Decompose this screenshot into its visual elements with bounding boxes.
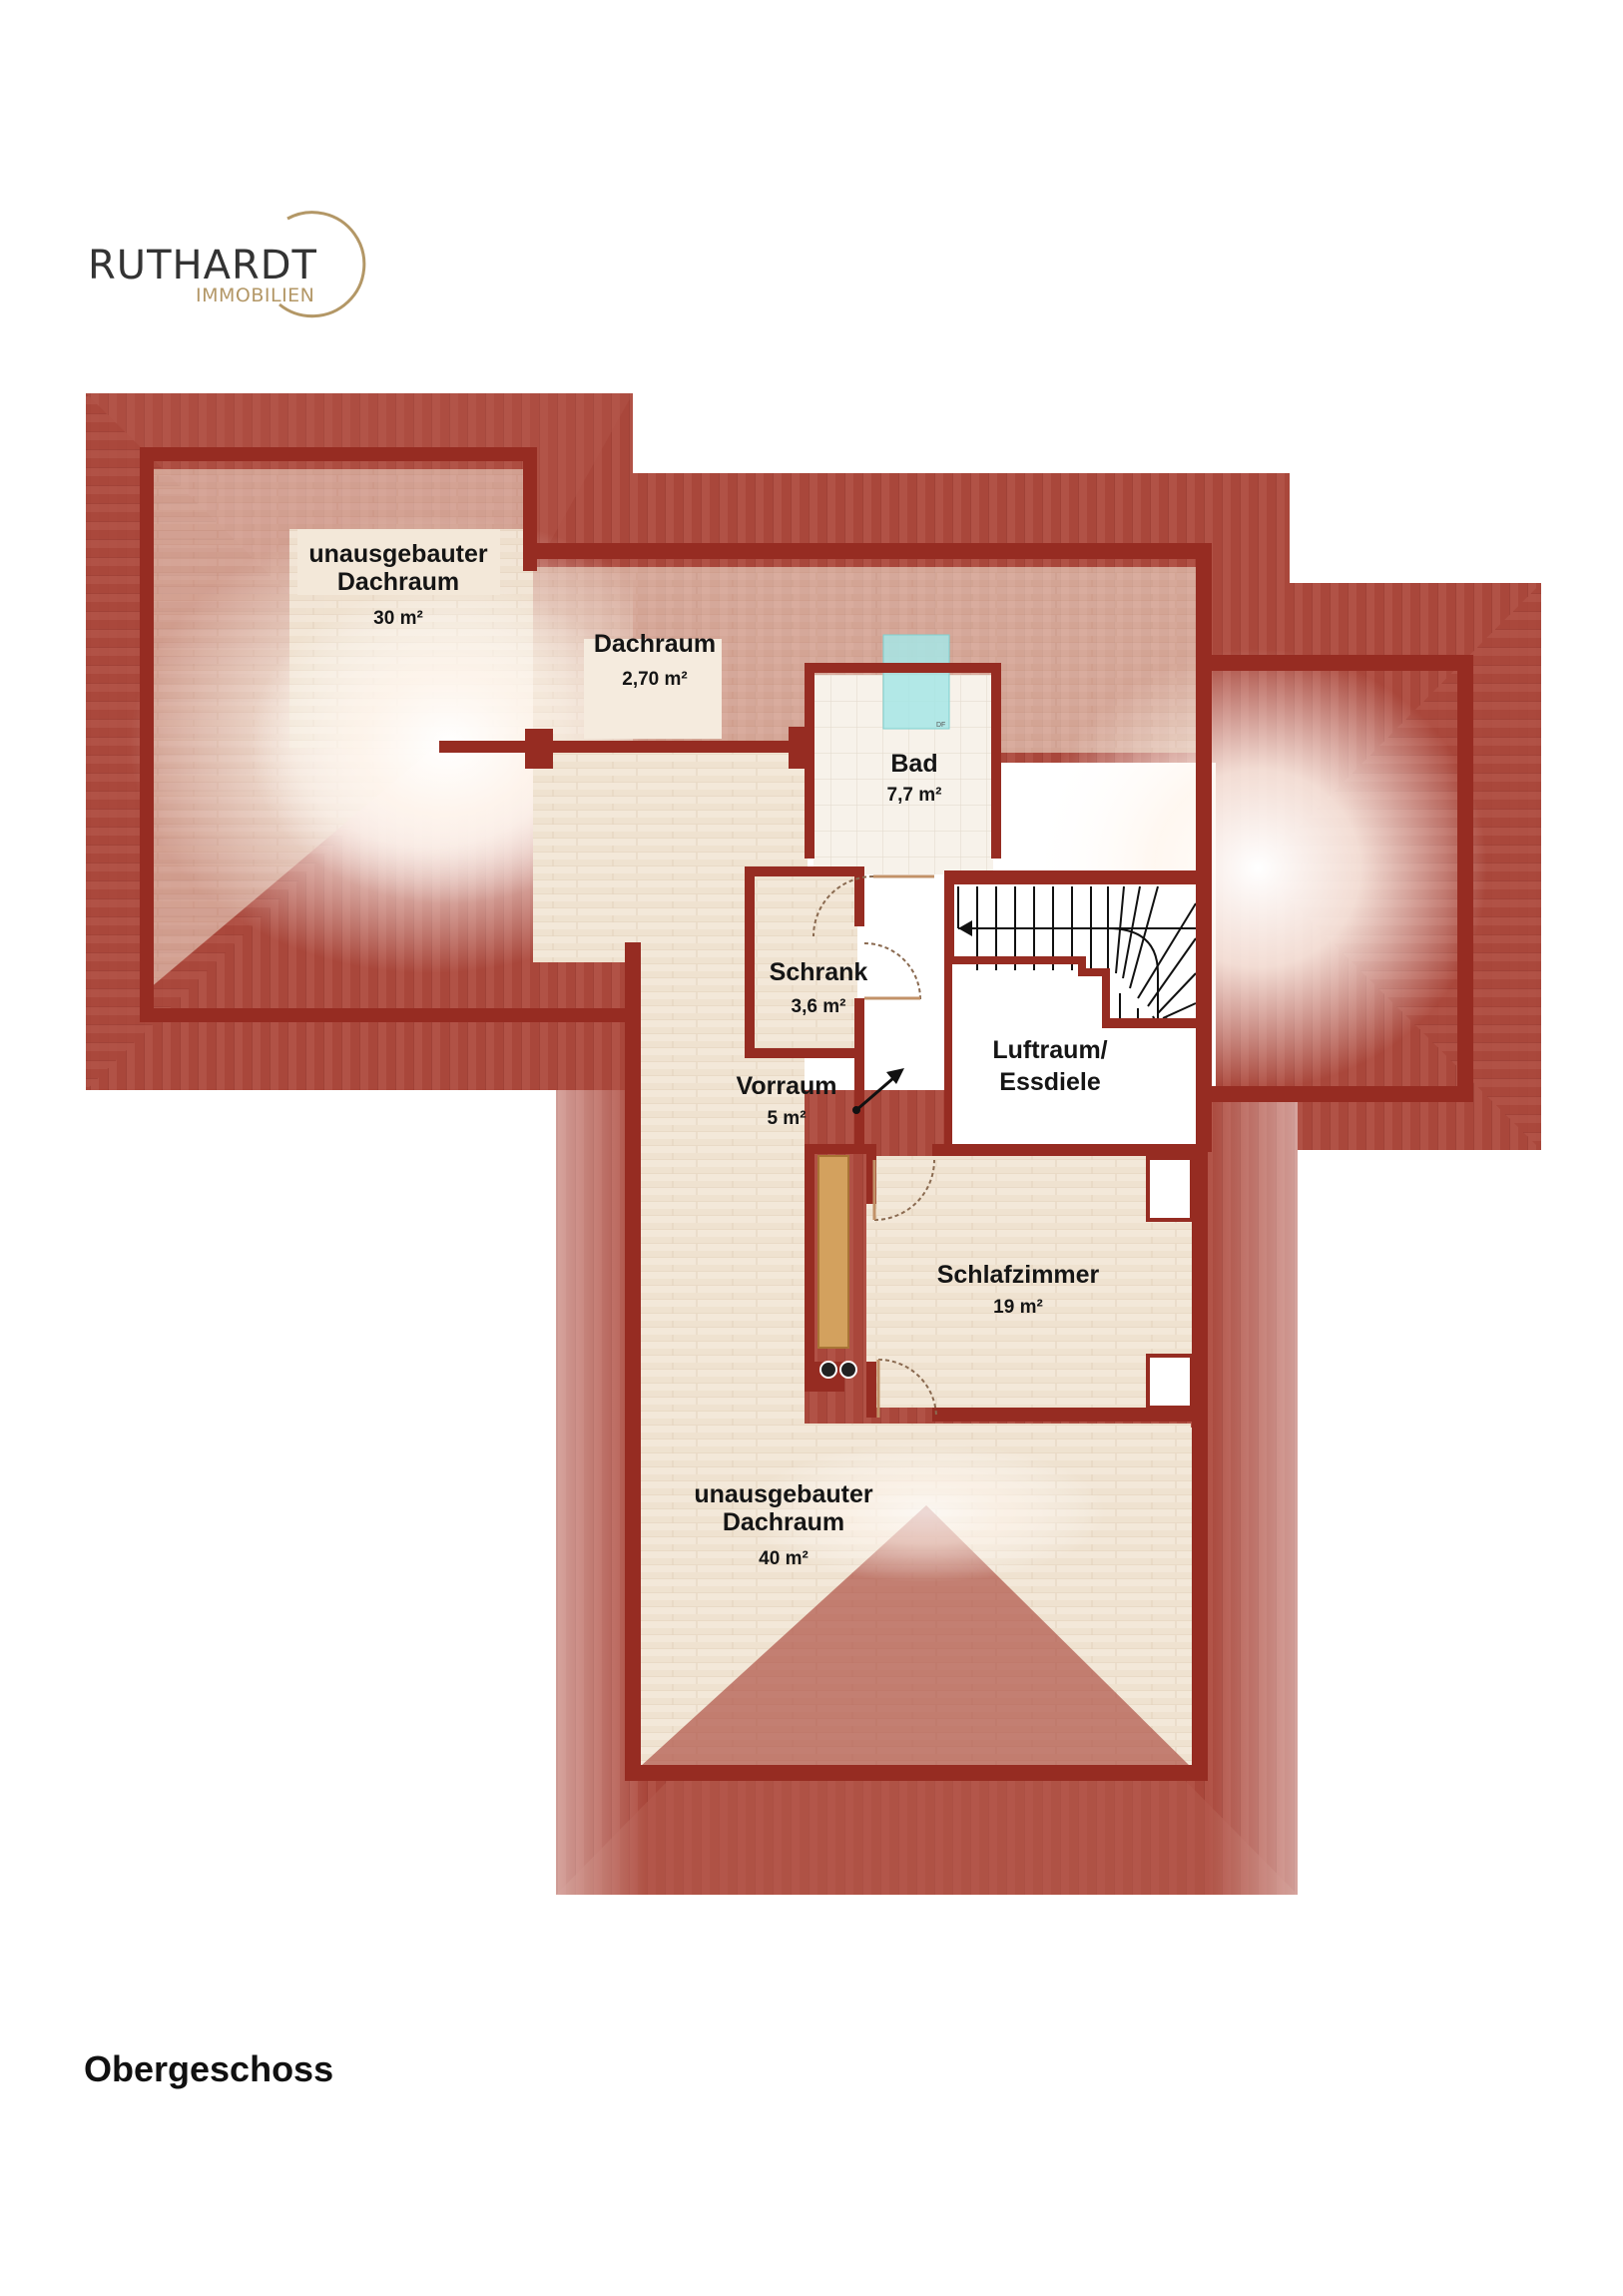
svg-text:Bad: Bad — [890, 750, 937, 778]
stair-arrow — [852, 1068, 904, 1114]
svg-text:Schrank: Schrank — [770, 958, 868, 986]
stove-burner-2 — [839, 1361, 857, 1379]
chimney-box-2 — [1146, 1354, 1194, 1410]
svg-text:5 m²: 5 m² — [767, 1108, 806, 1129]
schlafzimmer-floor — [866, 1156, 1196, 1408]
bad-floor: DF — [813, 634, 993, 874]
svg-text:2,70 m²: 2,70 m² — [622, 669, 687, 690]
walls — [140, 447, 1473, 1781]
svg-text:Luftraum/: Luftraum/ — [992, 1036, 1107, 1064]
floor-title: Obergeschoss — [84, 2048, 334, 2089]
brand-sub: IMMOBILIEN — [196, 285, 315, 306]
svg-text:unausgebauter: unausgebauter — [308, 540, 487, 568]
svg-text:19 m²: 19 m² — [993, 1297, 1043, 1318]
stove-burner-1 — [819, 1361, 837, 1379]
room-schrank: Schrank 3,6 m² — [770, 958, 868, 1017]
schrank-floor — [755, 876, 857, 1056]
room-schlafzimmer: Schlafzimmer 19 m² — [937, 1261, 1100, 1318]
room-luftraum: Luftraum/ Essdiele — [992, 1036, 1107, 1096]
svg-text:Essdiele: Essdiele — [999, 1068, 1101, 1096]
door-leaves — [864, 874, 934, 1418]
skylight — [883, 635, 949, 729]
svg-text:Dachraum: Dachraum — [723, 1508, 844, 1536]
svg-text:unausgebauter: unausgebauter — [694, 1480, 872, 1508]
room-dachraum-sued: unausgebauter Dachraum 40 m² — [694, 1480, 872, 1569]
svg-text:Dachraum: Dachraum — [337, 568, 459, 596]
south-attic-floor — [640, 1424, 1191, 1767]
wardrobe — [817, 1155, 849, 1349]
svg-text:40 m²: 40 m² — [759, 1548, 809, 1569]
room-bad: Bad 7,7 m² — [887, 750, 942, 806]
svg-text:3,6 m²: 3,6 m² — [792, 996, 846, 1017]
svg-text:Vorraum: Vorraum — [737, 1072, 837, 1100]
room-dachraum-klein: Dachraum 2,70 m² — [594, 630, 716, 690]
brand-name: RUTHARDT — [88, 243, 317, 288]
brand-logo: RUTHARDT IMMOBILIEN — [88, 205, 377, 324]
svg-text:Dachraum: Dachraum — [594, 630, 716, 658]
svg-text:30 m²: 30 m² — [373, 608, 423, 629]
room-vorraum: Vorraum 5 m² — [737, 1072, 837, 1129]
skylight-label: DF — [936, 722, 945, 729]
dachraum-west-label-bg — [297, 529, 500, 595]
chimney-box-1 — [1146, 1156, 1194, 1222]
doors — [812, 875, 937, 1419]
dachraum-klein-floor — [584, 639, 722, 739]
svg-text:Schlafzimmer: Schlafzimmer — [937, 1261, 1100, 1289]
svg-text:7,7 m²: 7,7 m² — [887, 785, 942, 806]
room-dachraum-west: unausgebauter Dachraum 30 m² — [308, 540, 487, 629]
logo-arc-icon — [278, 211, 366, 318]
